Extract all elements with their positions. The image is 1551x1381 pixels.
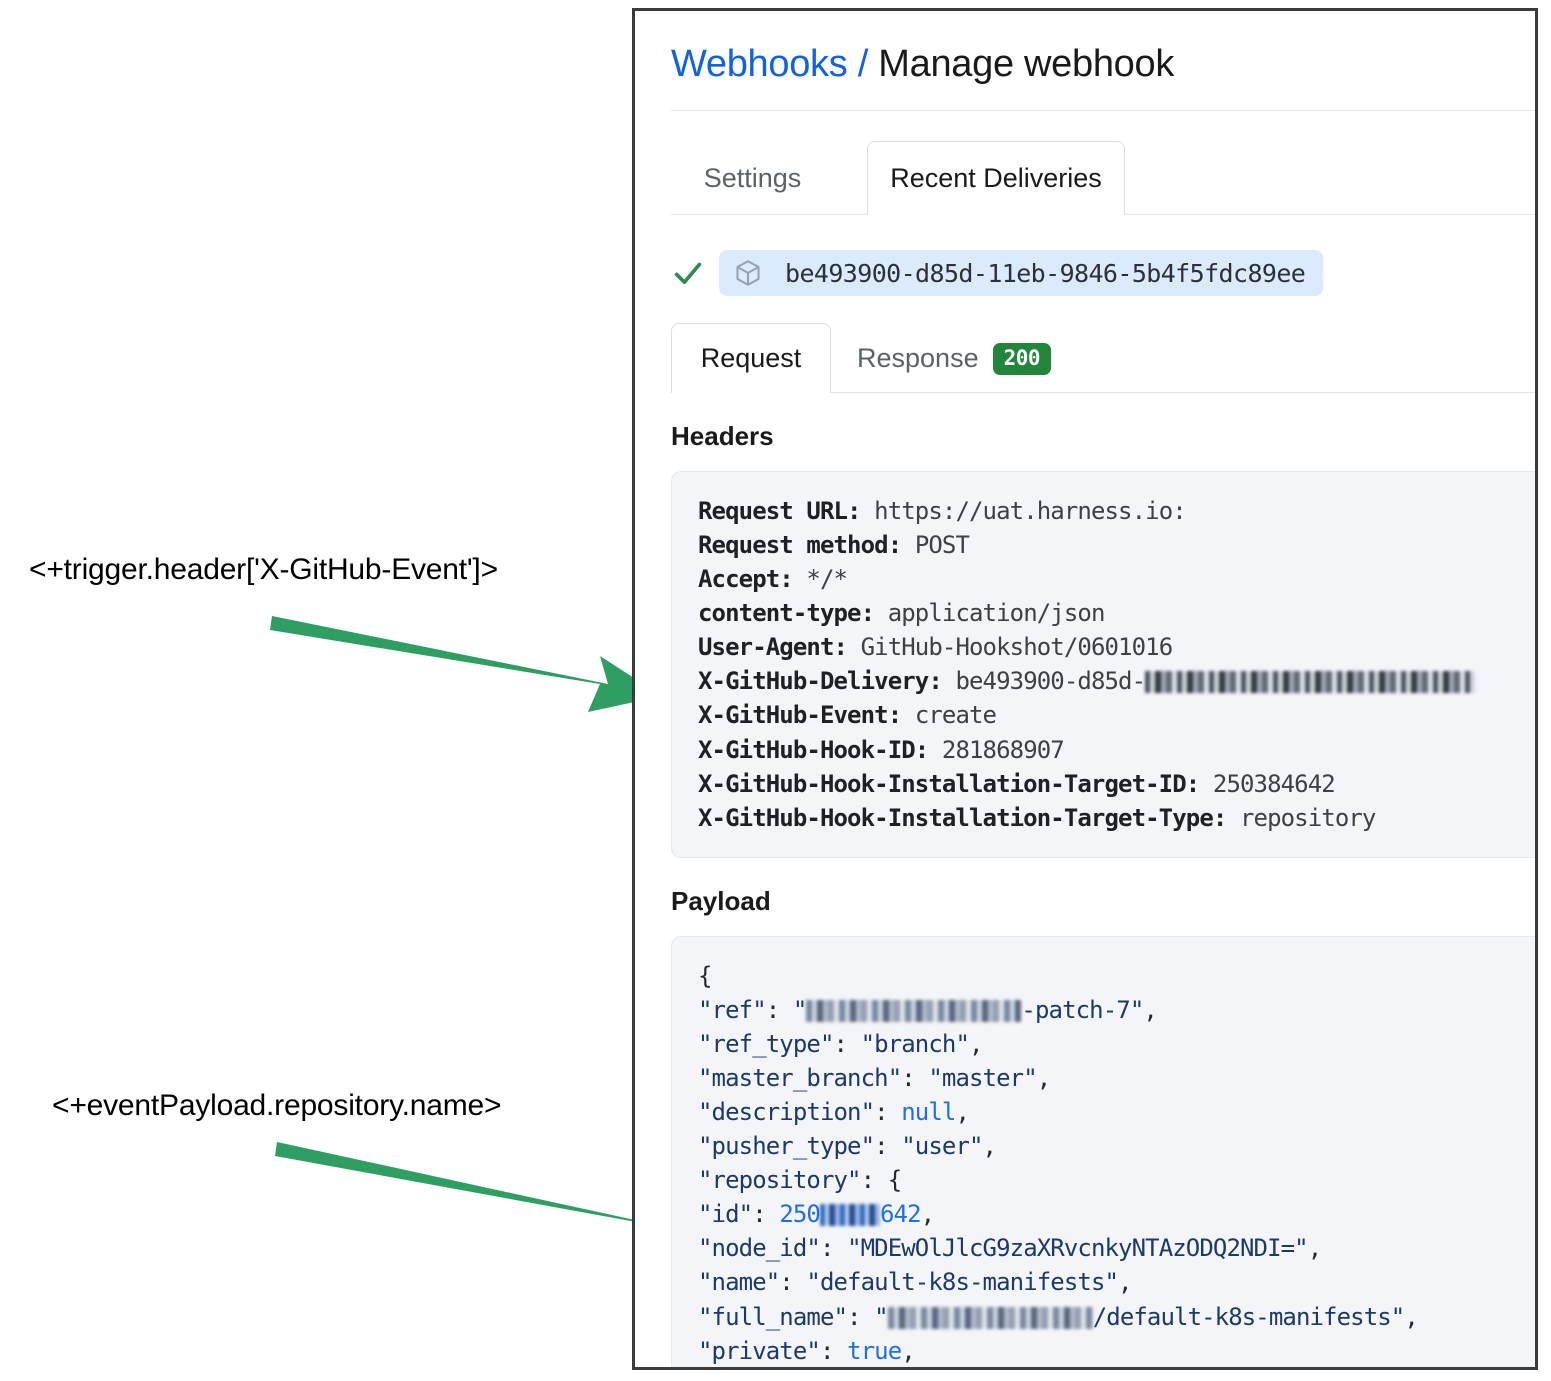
tab-request[interactable]: Request xyxy=(671,323,831,393)
annotation-trigger-header: <+trigger.header['X-GitHub-Event']> xyxy=(29,553,498,586)
header-key: X-GitHub-Delivery: xyxy=(698,667,943,696)
header-value: repository xyxy=(1239,803,1376,832)
header-key: Request method: xyxy=(698,531,902,560)
payload-label: Payload xyxy=(671,885,771,916)
headers-label: Headers xyxy=(671,421,774,451)
redacted-delivery-id xyxy=(1145,671,1476,694)
annotation-arrow-to-github-event xyxy=(270,616,662,712)
header-value: 250384642 xyxy=(1212,769,1336,798)
header-row-delivery: X-GitHub-Delivery: be493900-d85d- xyxy=(698,664,1535,698)
header-value: POST xyxy=(914,531,970,560)
redacted-owner xyxy=(887,1306,1093,1329)
header-row: Request URL: https://uat.harness.io: xyxy=(698,494,1535,528)
header-value: GitHub-Hookshot/0601016 xyxy=(860,633,1174,662)
breadcrumb-webhooks-link[interactable]: Webhooks xyxy=(671,43,848,85)
header-value: 281868907 xyxy=(941,735,1065,764)
header-key: X-GitHub-Hook-Installation-Target-Type: xyxy=(698,803,1227,832)
payload-line: "pusher_type": "user", xyxy=(698,1132,997,1161)
delivery-id-text: be493900-d85d-11eb-9846-5b4f5fdc89ee xyxy=(785,258,1306,288)
check-icon xyxy=(674,262,702,285)
payload-line: "owner": { xyxy=(698,1368,1538,1370)
tab-recent-deliveries[interactable]: Recent Deliveries xyxy=(867,141,1125,215)
payload-line: "description": null, xyxy=(698,1098,970,1127)
payload-line: "master_branch": "master", xyxy=(698,1064,1051,1093)
header-row: X-GitHub-Event: create xyxy=(698,698,1535,732)
payload-line: "full_name": "/default-k8s-manifests", xyxy=(698,1302,1419,1331)
payload-line: "node_id": "MDEwOlJlcG9zaXRvcnkyNTAzODQ2… xyxy=(698,1234,1322,1263)
webhook-tabs: Settings Recent Deliveries xyxy=(671,141,1535,215)
redacted-repo-id xyxy=(819,1204,880,1227)
header-value: */* xyxy=(806,565,848,594)
headers-code-box: Request URL: https://uat.harness.io: Req… xyxy=(671,471,1535,858)
annotation-arrow-to-repository-name xyxy=(275,1142,711,1252)
header-row: User-Agent: GitHub-Hookshot/0601016 xyxy=(698,630,1535,664)
tab-response-label: Response xyxy=(857,343,979,373)
inner-tabs-baseline xyxy=(671,392,1535,393)
cube-icon xyxy=(736,260,760,286)
header-value: create xyxy=(914,701,997,730)
delivery-detail-tabs: Request Response 200 xyxy=(671,323,1535,393)
header-row: Request method: POST xyxy=(698,528,1535,562)
payload-line: "private": true, xyxy=(698,1336,916,1365)
status-badge: 200 xyxy=(992,342,1052,375)
header-row: X-GitHub-Hook-Installation-Target-Type: … xyxy=(698,801,1535,835)
header-value: be493900-d85d- xyxy=(955,667,1146,696)
breadcrumb-current: Manage webhook xyxy=(878,43,1175,85)
page-title: Webhooks / Manage webhook xyxy=(671,43,1535,86)
header-key: Accept: xyxy=(698,565,794,594)
title-divider xyxy=(671,110,1535,111)
tab-settings[interactable]: Settings xyxy=(703,163,802,193)
header-row: content-type: application/json xyxy=(698,596,1535,630)
header-key: Request URL: xyxy=(698,497,861,525)
redacted-username xyxy=(806,999,1022,1022)
header-row: X-GitHub-Hook-Installation-Target-ID: 25… xyxy=(698,767,1535,801)
tab-response[interactable]: Response 200 xyxy=(857,324,1052,393)
payload-line-name: "name": "default-k8s-manifests", xyxy=(698,1268,1132,1297)
payload-line: "repository": { xyxy=(698,1166,902,1195)
header-row: X-GitHub-Hook-ID: 281868907 xyxy=(698,733,1535,767)
header-key: User-Agent: xyxy=(698,633,848,662)
payload-line: "ref": "-patch-7", xyxy=(698,995,1158,1024)
header-key: content-type: xyxy=(698,599,875,628)
annotation-event-payload: <+eventPayload.repository.name> xyxy=(52,1089,502,1122)
webhook-screenshot-panel: Webhooks / Manage webhook Settings Recen… xyxy=(632,8,1538,1370)
payload-line: { xyxy=(698,961,712,990)
payload-line: "ref_type": "branch", xyxy=(698,1029,983,1058)
header-key: X-GitHub-Event: xyxy=(698,701,902,730)
breadcrumb-separator: / xyxy=(857,43,869,85)
header-value: https://uat.harness.io: xyxy=(874,497,1187,525)
delivery-id-pill[interactable]: be493900-d85d-11eb-9846-5b4f5fdc89ee xyxy=(719,250,1324,296)
header-row: Accept: */* xyxy=(698,562,1535,596)
payload-code-box: { "ref": "-patch-7", "ref_type": "branch… xyxy=(671,935,1538,1370)
header-value: application/json xyxy=(887,599,1106,628)
header-key: X-GitHub-Hook-Installation-Target-ID: xyxy=(698,769,1200,798)
header-key: X-GitHub-Hook-ID: xyxy=(698,735,929,764)
delivery-row: be493900-d85d-11eb-9846-5b4f5fdc89ee xyxy=(671,248,1535,298)
